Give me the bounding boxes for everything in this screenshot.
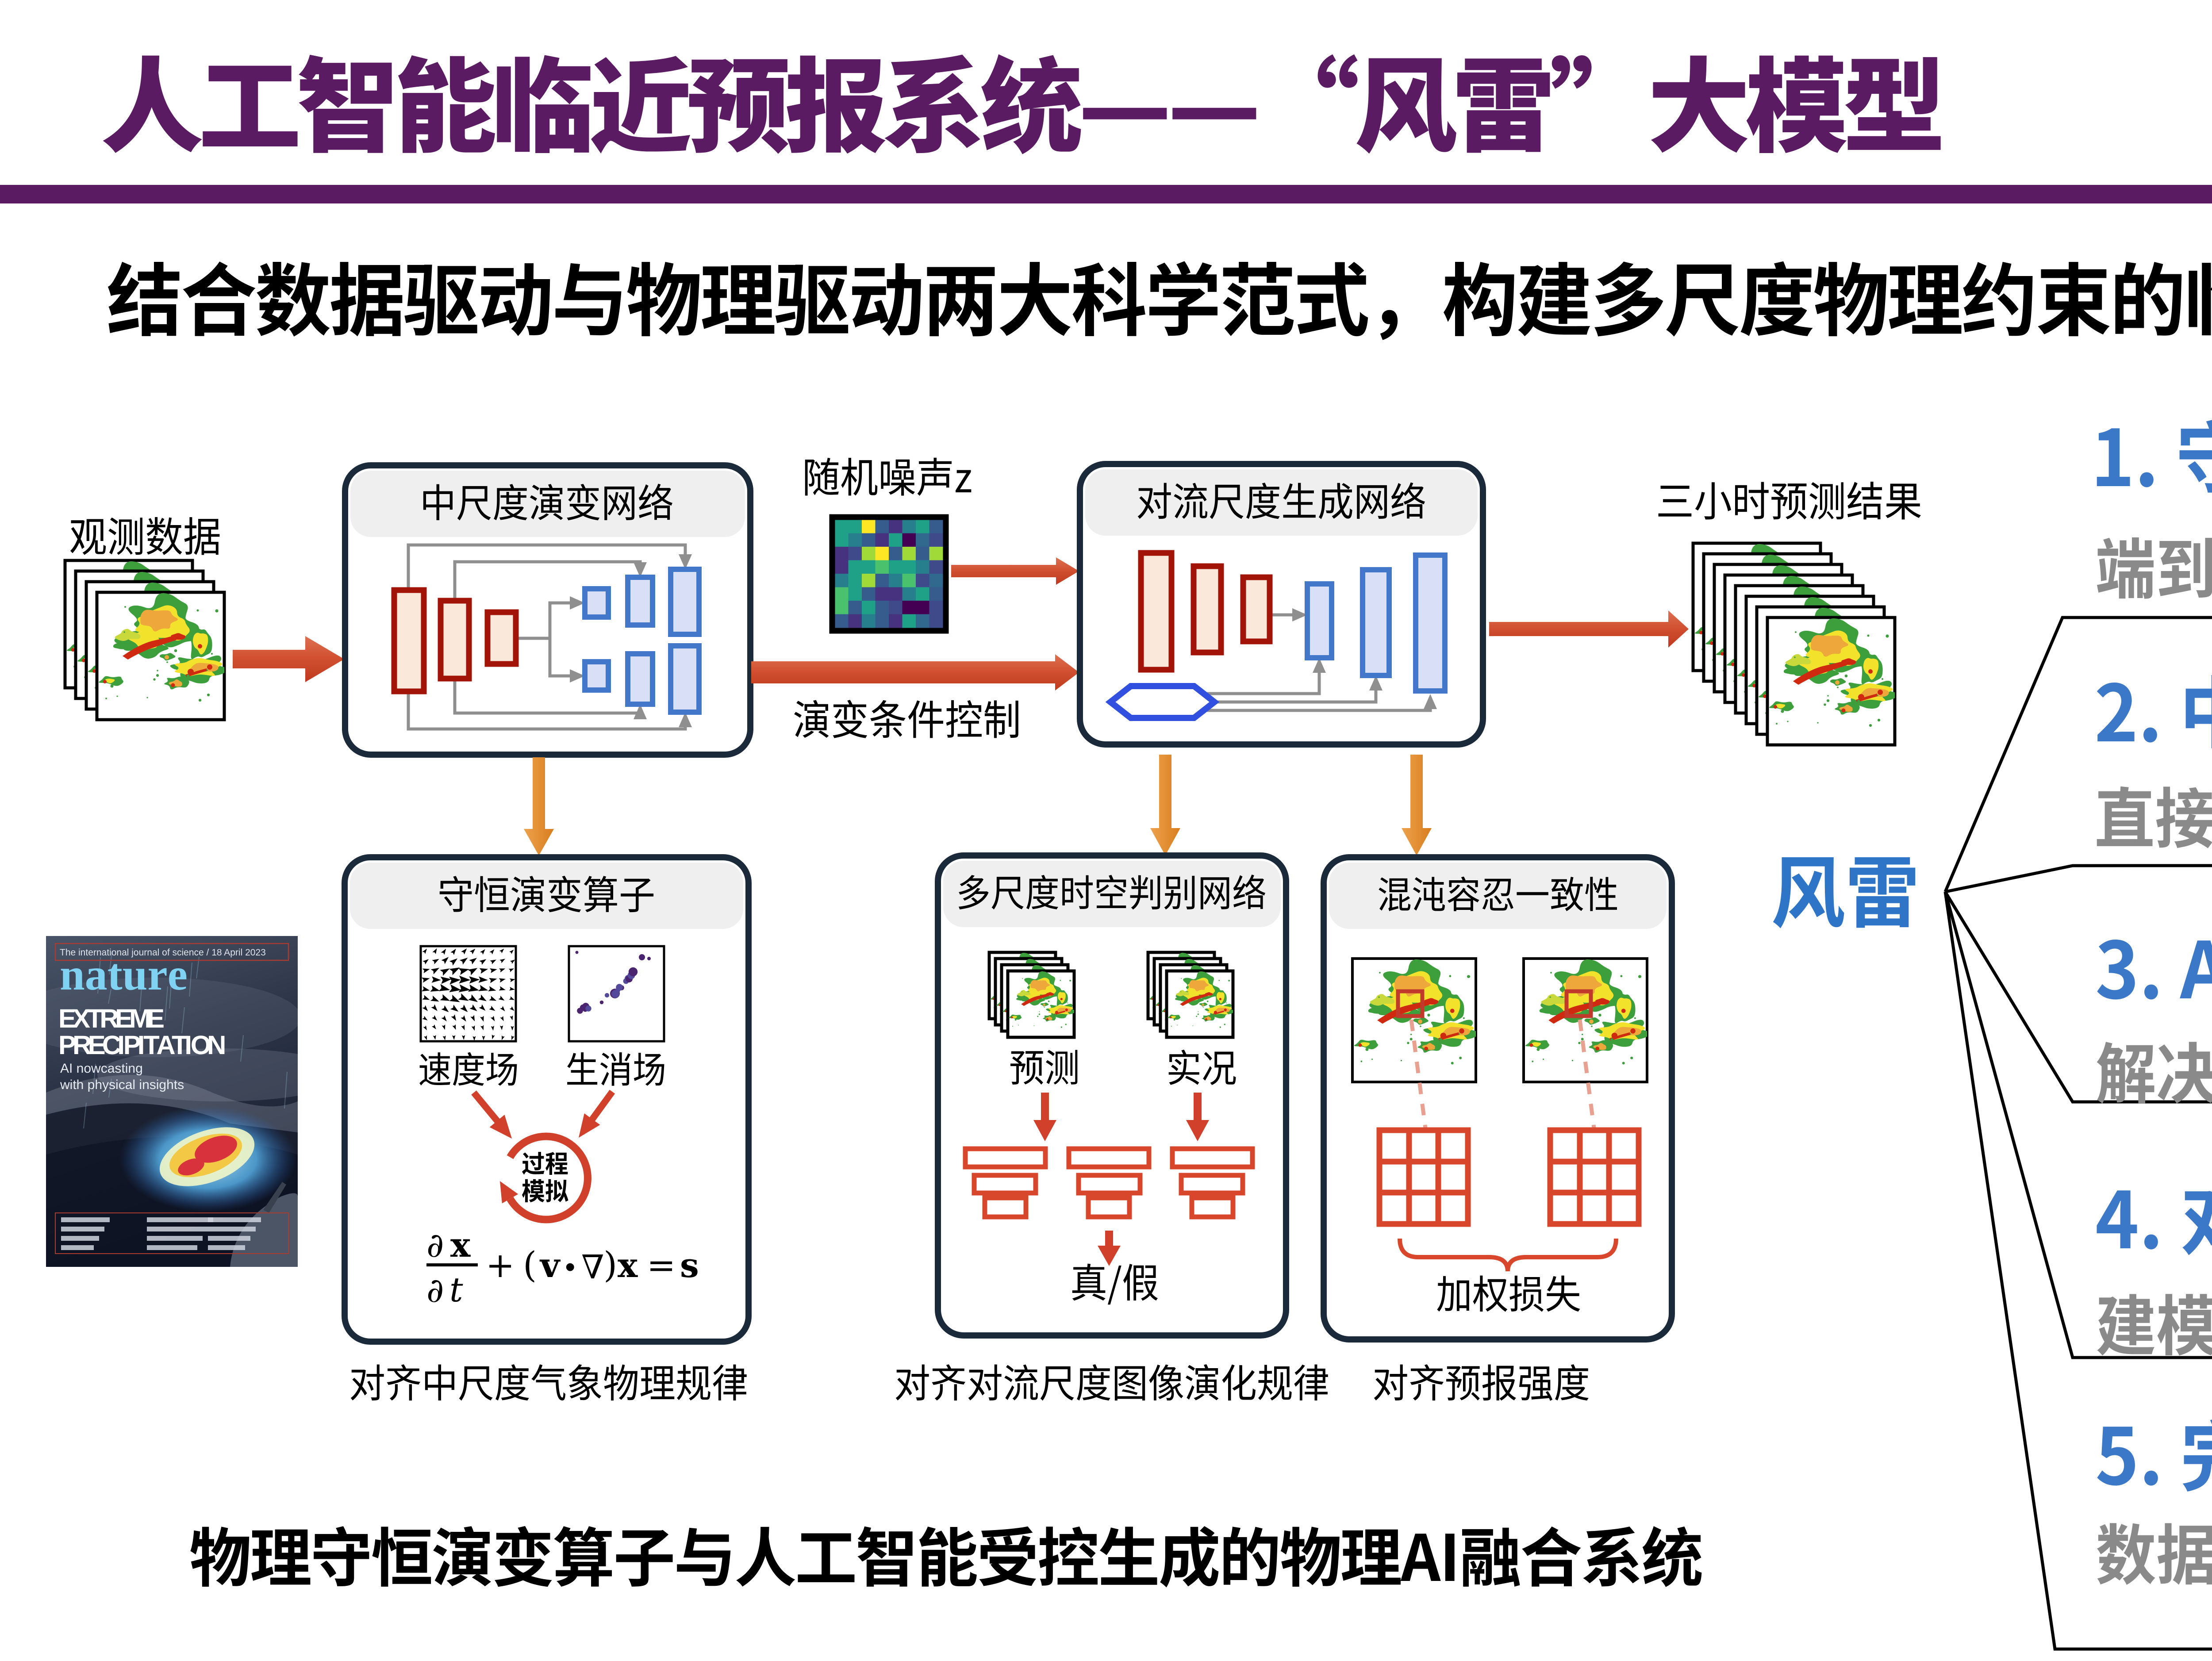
svg-text:The international journal of s: The international journal of science / 1… bbox=[60, 947, 266, 958]
svg-text:with physical insights: with physical insights bbox=[60, 1078, 184, 1092]
svg-text:AI nowcasting: AI nowcasting bbox=[60, 1061, 143, 1076]
